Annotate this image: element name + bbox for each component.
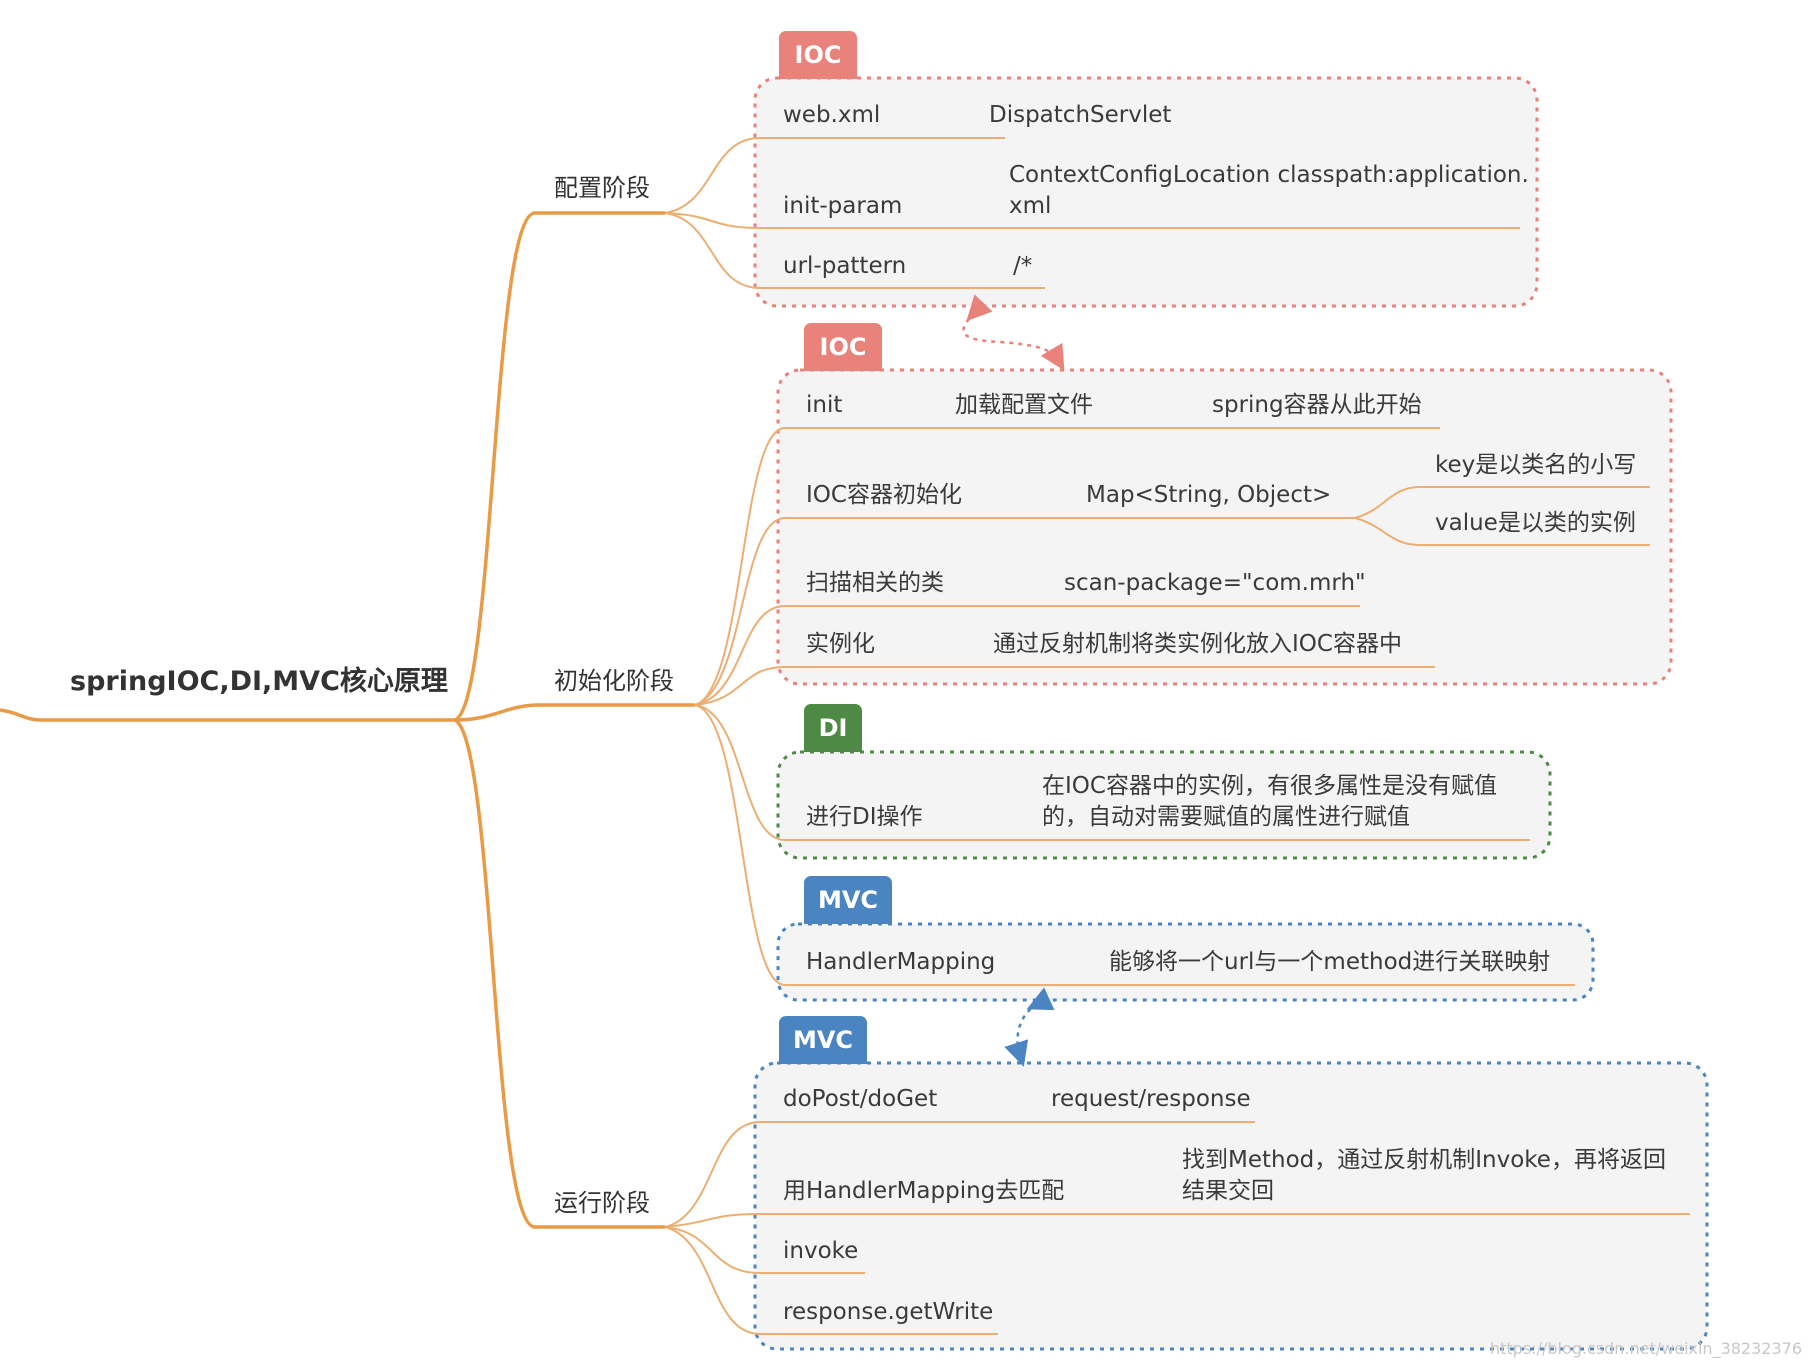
mvc-relation-arrow [1004,987,1055,1067]
mvc-run-frame [753,1061,1709,1351]
root-topic: springIOC,DI,MVC核心原理 [70,666,448,697]
init-ioc-container: IOC容器初始化 [806,482,962,508]
mvc-tag: MVC [804,876,892,924]
config-init-param: init-param [783,193,903,219]
init-di: 进行DI操作 [806,804,923,830]
init-map-key: key是以类名的小写 [1435,452,1637,478]
config-url-value: /* [1013,253,1033,279]
run-find-method: 找到Method，通过反射机制Invoke，再将返回 [1182,1147,1666,1173]
branch-init [454,703,695,722]
mvc-tag: MVC [779,1016,867,1064]
init-map-value: value是以类的实例 [1435,510,1636,536]
config-context-location: ContextConfigLocation classpath:applicat… [1009,162,1529,188]
root-underline [0,708,455,722]
config-url-pattern: url-pattern [783,253,907,279]
init-instantiate: 实例化 [806,631,875,657]
init-spring-start: spring容器从此开始 [1212,392,1422,418]
config-context-location-cont: xml [1009,193,1052,219]
init-di-desc: 在IOC容器中的实例，有很多属性是没有赋值 [1042,773,1497,799]
run-invoke: invoke [783,1238,859,1264]
init-load-config: 加载配置文件 [955,392,1093,418]
di-frame [776,750,1552,860]
run-get-write: response.getWrite [783,1299,994,1325]
run-use-handler-mapping: 用HandlerMapping去匹配 [783,1178,1065,1204]
stage-init: 初始化阶段 [554,667,674,695]
watermark: https://blog.csdn.net/weixin_38232376 [1489,1339,1802,1358]
init-di-desc-cont: 的，自动对需要赋值的属性进行赋值 [1042,804,1410,830]
run-request-response: request/response [1051,1086,1251,1112]
stage-run: 运行阶段 [554,1189,650,1217]
init-handler-mapping-desc: 能够将一个url与一个method进行关联映射 [1109,949,1551,975]
di-tag: DI [804,704,862,752]
ioc-relation-arrow [962,294,1065,371]
branch-run [453,718,665,1229]
init-map-type: Map<String, Object> [1086,482,1332,508]
ioc-tag: IOC [804,323,882,371]
run-find-method-cont: 结果交回 [1182,1178,1274,1204]
stage-config: 配置阶段 [554,174,650,202]
branch-config [453,211,665,722]
config-dispatchservlet: DispatchServlet [989,102,1172,128]
init-handler-mapping: HandlerMapping [806,949,996,975]
mvc-init-frame [776,922,1595,1002]
init-instantiate-desc: 通过反射机制将类实例化放入IOC容器中 [993,631,1402,657]
run-dopost-doget: doPost/doGet [783,1086,938,1112]
ioc-tag: IOC [779,31,857,79]
init-init: init [806,392,843,418]
init-scan: 扫描相关的类 [806,570,944,596]
ioc-config-frame [753,76,1539,308]
init-scan-package: scan-package="com.mrh" [1064,570,1366,596]
config-webxml: web.xml [783,102,881,128]
